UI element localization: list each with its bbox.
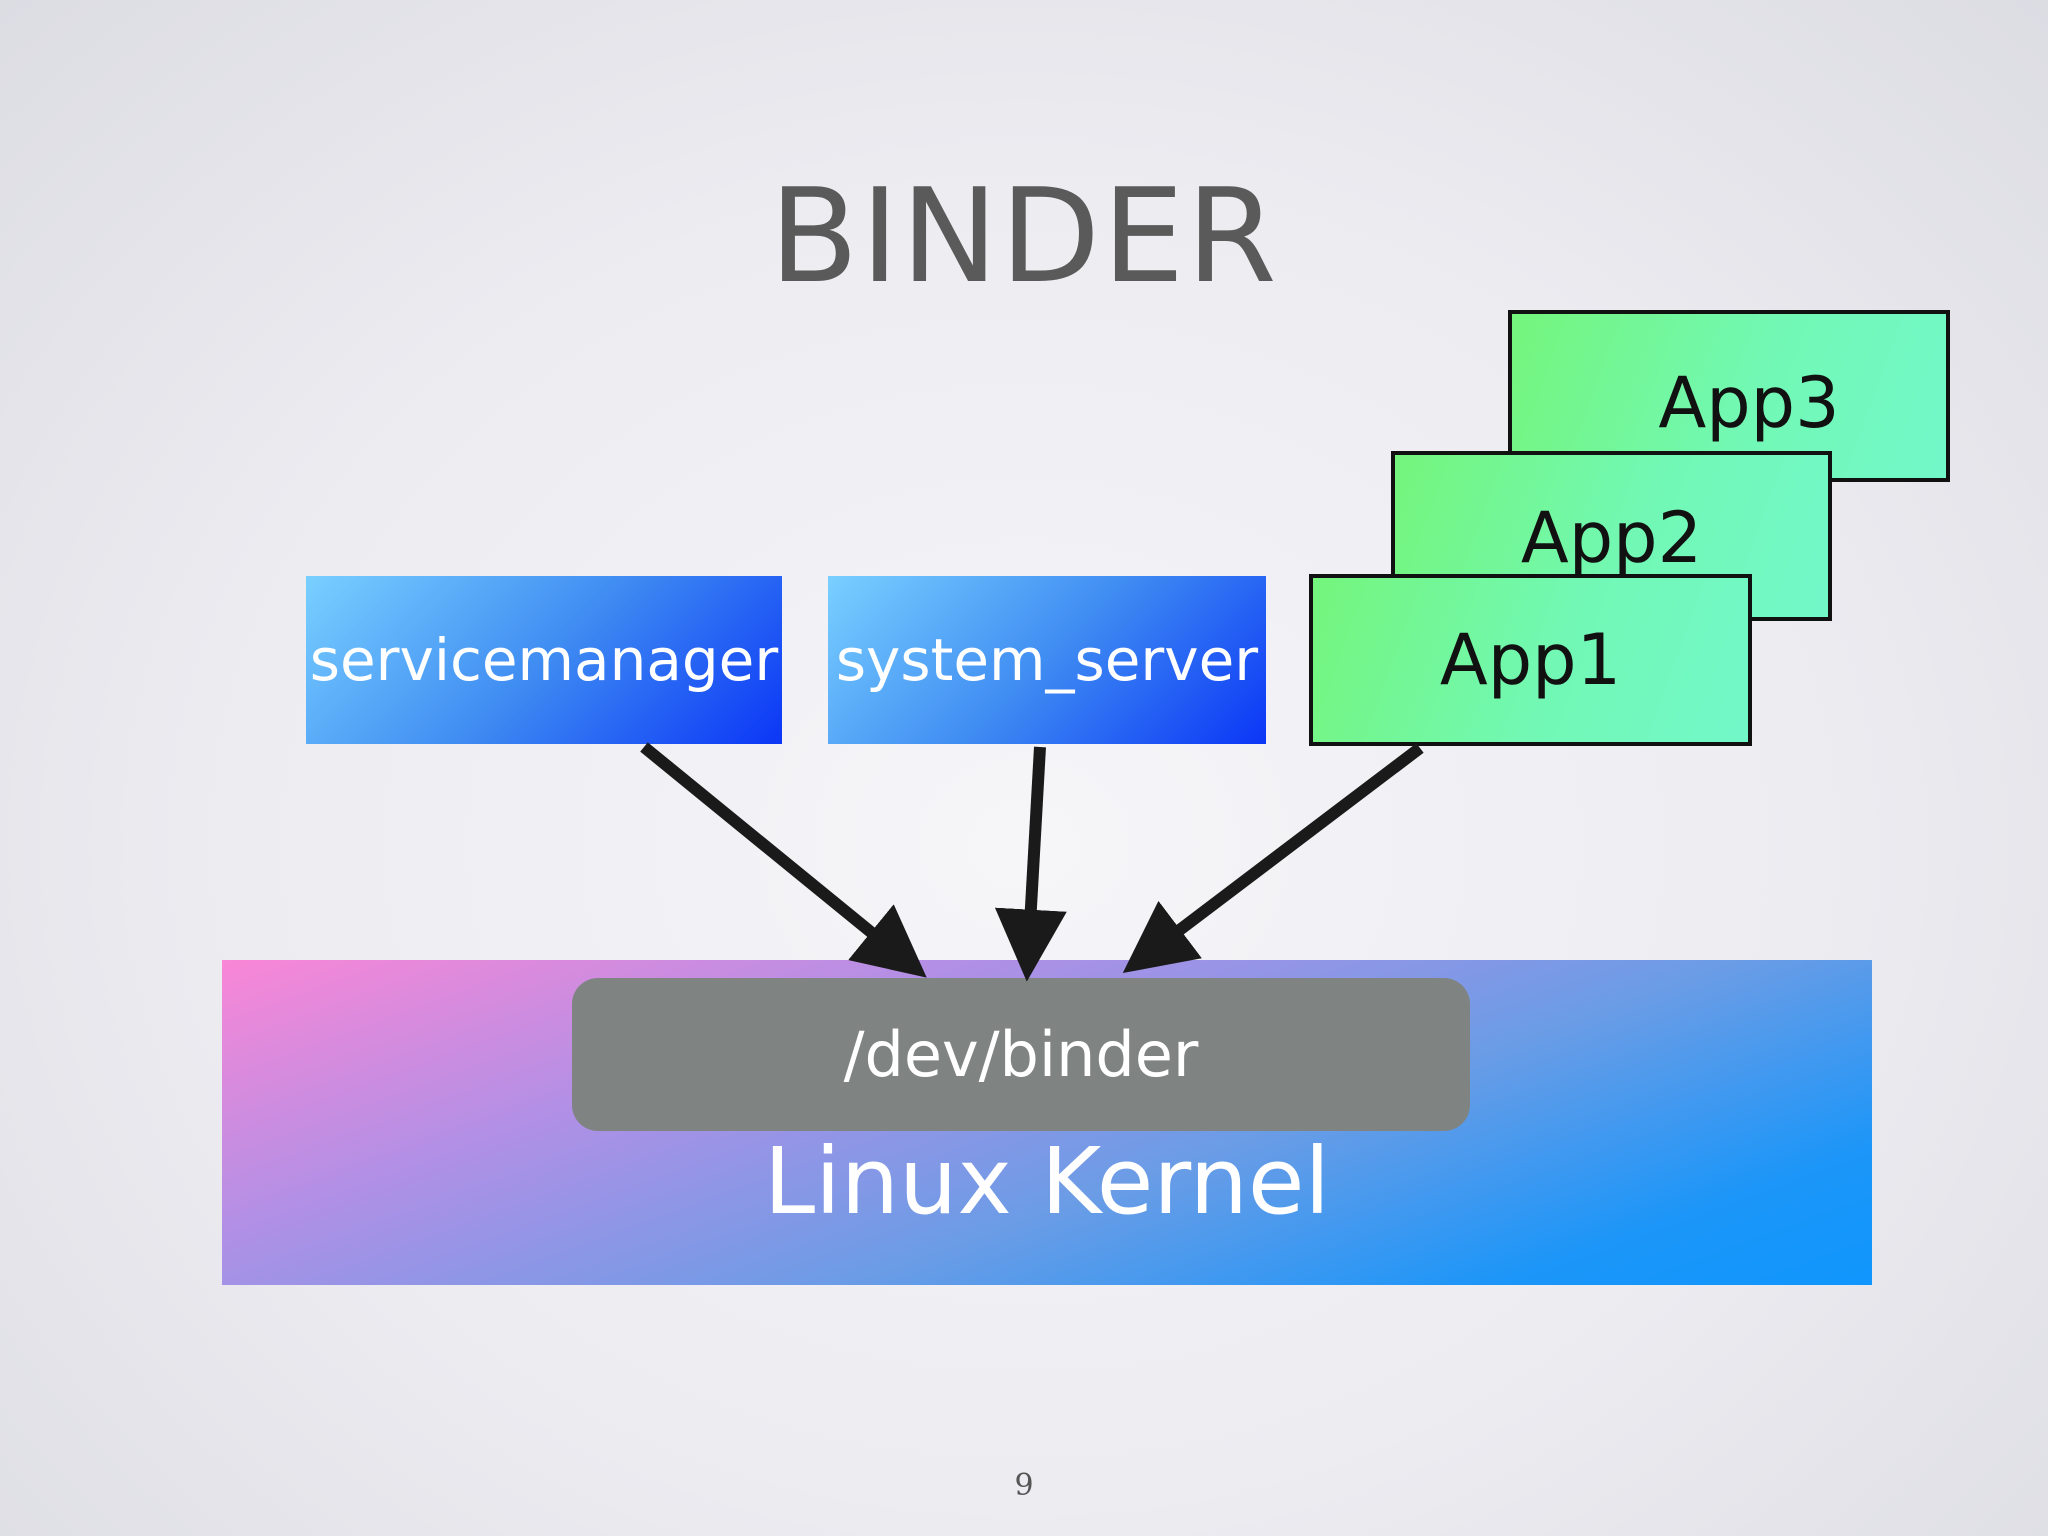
page-number: 9 [1014, 1468, 1034, 1503]
dev-binder-node: /dev/binder [572, 978, 1470, 1131]
system-server-box: system_server [828, 576, 1266, 744]
app1-box: App1 [1309, 574, 1752, 746]
servicemanager-box: servicemanager [306, 576, 782, 744]
arrow-apps-to-binder [1122, 743, 1424, 974]
slide-title: BINDER [769, 160, 1279, 312]
arrow-system-server-to-binder [994, 746, 1067, 982]
linux-kernel-label: Linux Kernel [763, 1128, 1331, 1235]
arrow-servicemanager-to-binder [640, 742, 927, 978]
